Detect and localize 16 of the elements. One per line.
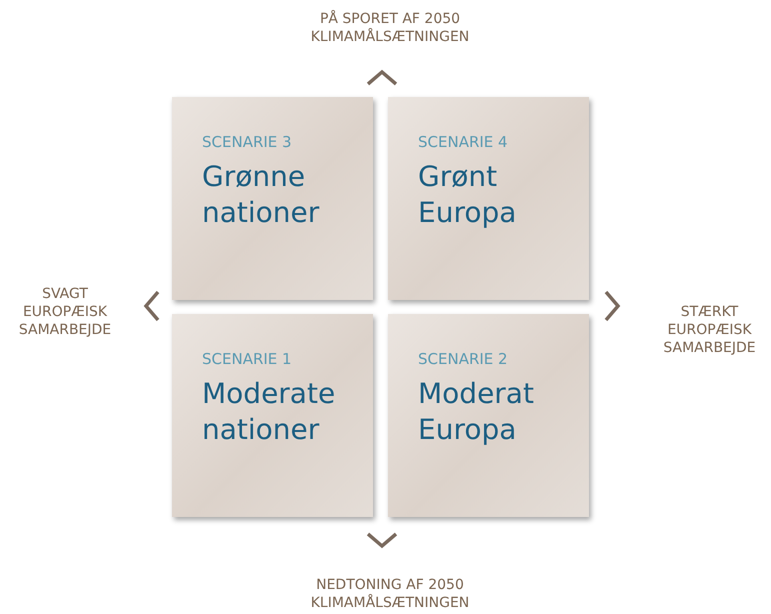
scenario-card: [388, 97, 589, 300]
scenario-number: SCENARIE 4: [418, 133, 508, 151]
scenario-card: [172, 97, 373, 300]
axis-label: NEDTONING AF 2050 KLIMAMÅLSÆTNINGEN: [310, 576, 470, 612]
scenario-card: [172, 314, 373, 517]
scenario-title: Moderat Europa: [418, 376, 535, 448]
scenario-card: [388, 314, 589, 517]
scenario-number: SCENARIE 2: [418, 350, 508, 368]
axis-label: SVAGT EUROPÆISK SAMARBEJDE: [18, 285, 112, 339]
axis-label: PÅ SPORET AF 2050 KLIMAMÅLSÆTNINGEN: [310, 10, 470, 46]
scenario-title: Grønt Europa: [418, 159, 518, 231]
scenario-number: SCENARIE 3: [202, 133, 292, 151]
axis-label: STÆRKT EUROPÆISK SAMARBEJDE: [662, 303, 757, 357]
scenario-number: SCENARIE 1: [202, 350, 292, 368]
scenario-title: Moderate nationer: [202, 376, 336, 448]
scenario-title: Grønne nationer: [202, 159, 320, 231]
